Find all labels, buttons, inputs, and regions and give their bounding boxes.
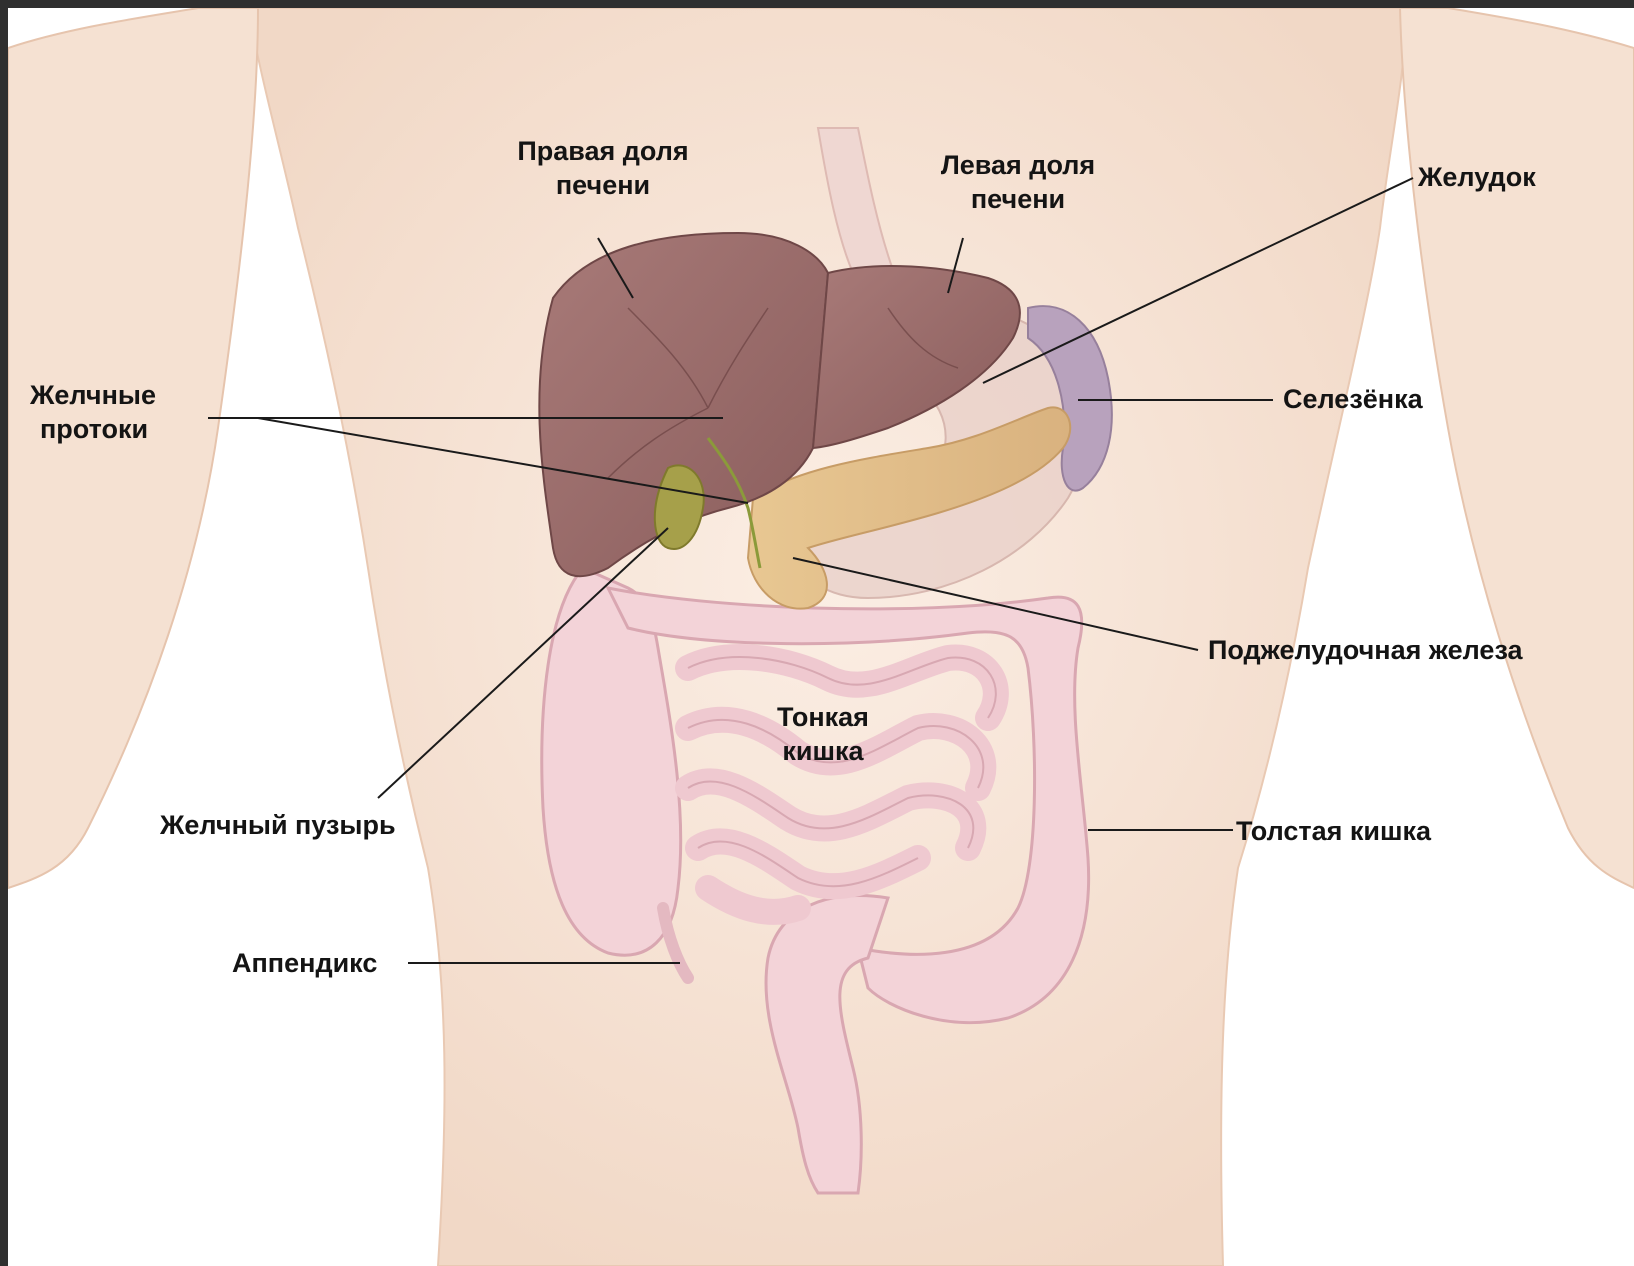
- label-right-liver-lobe: Правая доля печени: [488, 134, 718, 202]
- label-spleen: Селезёнка: [1283, 382, 1423, 416]
- label-large-intestine: Толстая кишка: [1236, 814, 1431, 848]
- label-appendix: Аппендикс: [232, 946, 377, 980]
- label-small-intestine: Тонкая кишка: [748, 700, 898, 768]
- right-arm: [1400, 8, 1634, 888]
- label-bile-ducts: Желчные протоки: [30, 378, 156, 446]
- label-left-liver-lobe: Левая доля печени: [908, 148, 1128, 216]
- anatomy-diagram: Правая доля печени Левая доля печени Жел…: [8, 8, 1634, 1266]
- label-stomach: Желудок: [1418, 160, 1536, 194]
- left-arm: [8, 8, 258, 888]
- label-gallbladder: Желчный пузырь: [160, 808, 396, 842]
- label-pancreas: Поджелудочная железа: [1208, 633, 1523, 667]
